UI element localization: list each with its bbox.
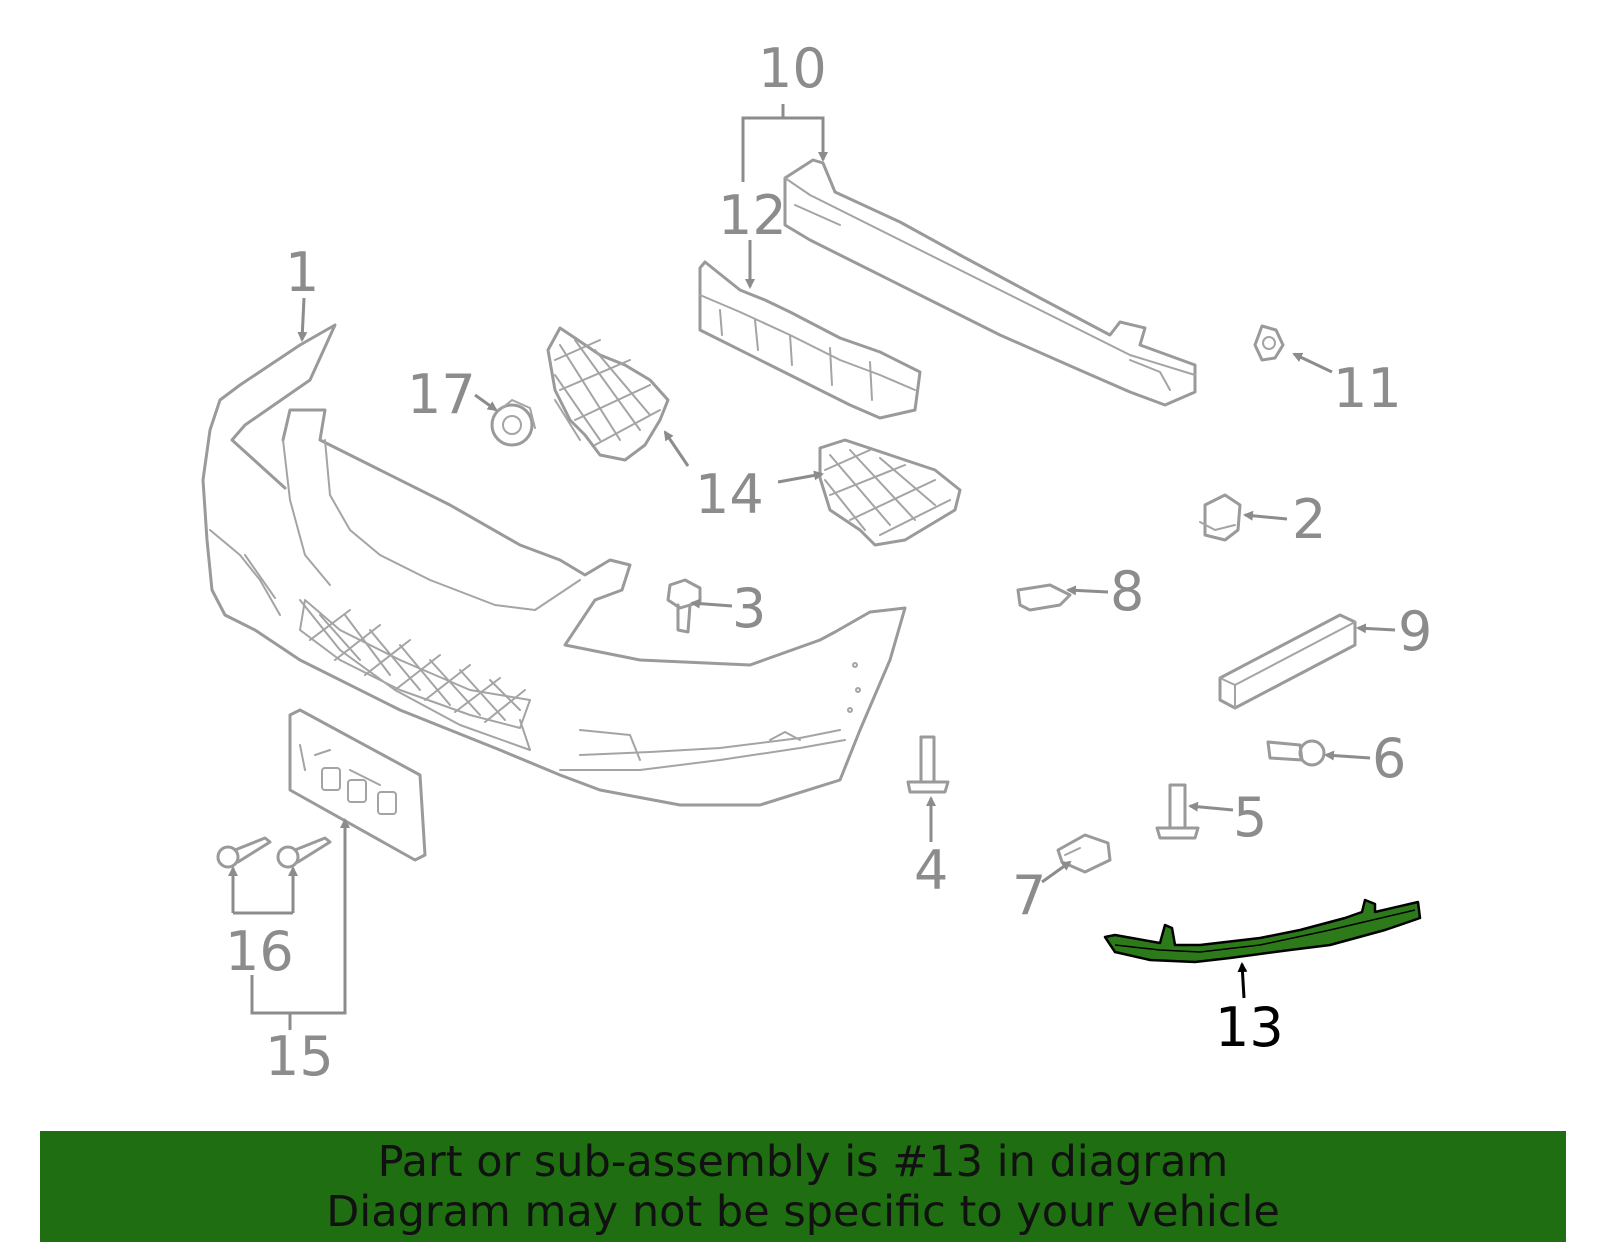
callout-17: 17	[407, 363, 476, 426]
callout-1: 1	[285, 241, 319, 304]
part-9-foam	[1218, 613, 1357, 710]
callout-6: 6	[1372, 727, 1406, 790]
banner-line-2: Diagram may not be specific to your vehi…	[326, 1187, 1280, 1237]
callout-2: 2	[1292, 488, 1326, 551]
fastener-4-bolt	[906, 735, 950, 794]
callout-3: 3	[732, 577, 766, 640]
callout-12: 12	[718, 184, 787, 247]
fastener-6-bolt	[1266, 739, 1326, 767]
callout-5: 5	[1233, 786, 1267, 849]
grille-lower	[818, 438, 962, 547]
callout-15: 15	[265, 1025, 334, 1088]
callout-8: 8	[1110, 560, 1144, 623]
fastener-17-clip	[490, 399, 536, 447]
callout-13: 13	[1215, 996, 1284, 1059]
fastener-3-bolt	[666, 578, 702, 634]
callout-11: 11	[1333, 357, 1402, 420]
fastener-5-bolt	[1155, 783, 1200, 840]
callout-7: 7	[1012, 864, 1046, 927]
callout-4: 4	[914, 839, 948, 902]
fastener-8-clip	[1016, 583, 1072, 612]
bumper-reinforcement	[783, 158, 1197, 407]
callout-labels: 10 12 1 17 11 14 2 3 8 9 6 5 4 7 16 15 1…	[225, 37, 1432, 1088]
grille-upper	[546, 326, 670, 462]
callout-14: 14	[695, 463, 764, 526]
callout-16: 16	[225, 920, 294, 983]
energy-absorber	[698, 260, 922, 420]
fastener-11-nut	[1253, 324, 1285, 362]
fastener-2-clip	[1199, 493, 1242, 542]
info-banner: Part or sub-assembly is #13 in diagram D…	[40, 1131, 1566, 1242]
part-13-molding-highlighted[interactable]	[1103, 898, 1422, 964]
fastener-16-screws	[216, 836, 332, 869]
callout-9: 9	[1398, 600, 1432, 663]
license-bracket	[288, 708, 427, 862]
banner-line-1: Part or sub-assembly is #13 in diagram	[377, 1137, 1229, 1187]
leader-lines	[228, 104, 1396, 1030]
callout-10: 10	[758, 37, 827, 100]
bumper-cover	[201, 323, 907, 807]
